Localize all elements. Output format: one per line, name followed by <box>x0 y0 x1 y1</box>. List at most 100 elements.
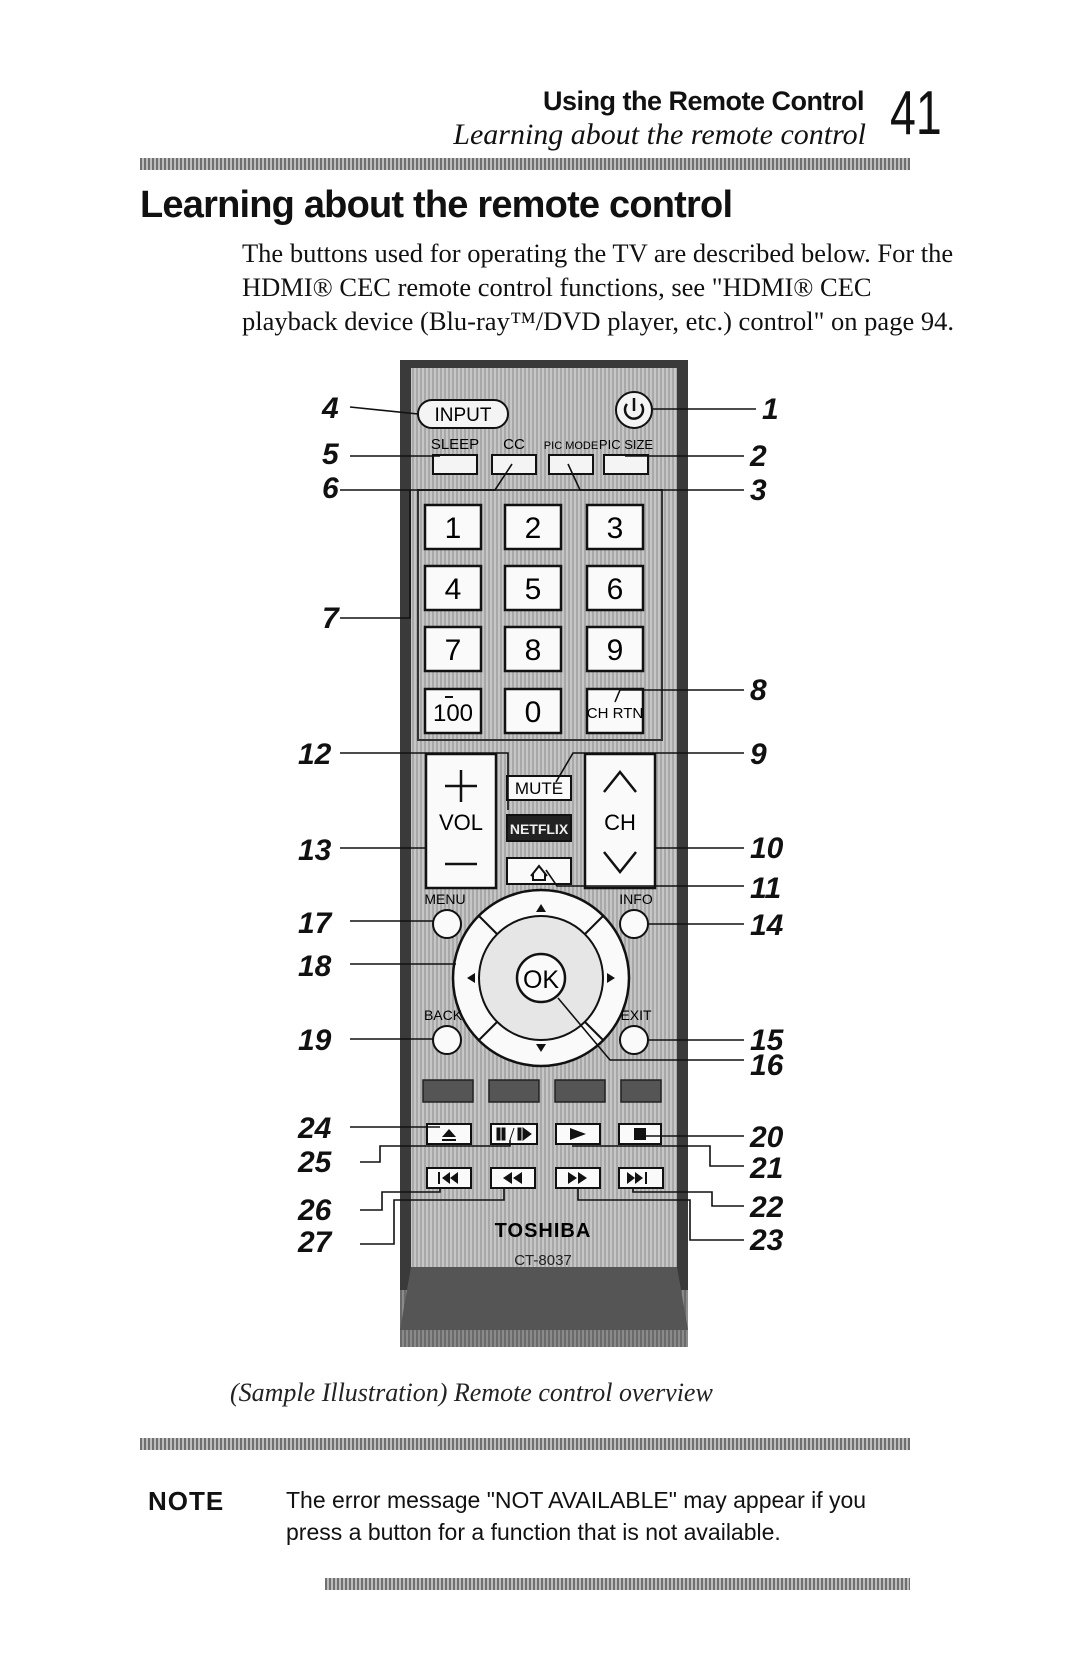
arrow-right-icon <box>607 973 615 983</box>
digit-6-button[interactable] <box>585 564 645 612</box>
callout-2: 2 <box>749 440 767 473</box>
callout-16: 16 <box>750 1049 784 1082</box>
note-bottom-rule <box>325 1578 910 1590</box>
digit-4-button[interactable] <box>423 564 483 612</box>
digit-0-button[interactable] <box>503 687 563 735</box>
callout-13: 13 <box>298 834 332 867</box>
color-button-4[interactable] <box>620 1079 662 1103</box>
info-label: INFO <box>619 891 653 907</box>
color-button-3[interactable] <box>554 1079 606 1103</box>
digit-1-button[interactable] <box>423 503 483 551</box>
channel-rocker[interactable]: CH <box>583 752 657 890</box>
callout-19: 19 <box>298 1024 332 1057</box>
pic-mode-button[interactable] <box>548 454 594 475</box>
digit-7-button[interactable] <box>423 625 483 673</box>
back-button[interactable] <box>432 1025 462 1055</box>
skip-back-icon <box>438 1172 458 1184</box>
menu-button[interactable] <box>432 909 462 939</box>
section-title: Learning about the remote control <box>140 184 733 226</box>
number-pad-frame <box>417 489 663 741</box>
callout-22: 22 <box>749 1191 784 1224</box>
callout-21: 21 <box>749 1152 783 1185</box>
page-number: 41 <box>890 79 942 148</box>
ch-label: CH <box>604 810 636 835</box>
sleep-button[interactable] <box>432 454 478 475</box>
volume-rocker[interactable]: VOL <box>424 752 498 890</box>
callout-1: 1 <box>762 393 779 426</box>
digit-5-button[interactable] <box>503 564 563 612</box>
ch-down-icon <box>603 851 637 875</box>
digit-3-label: 3 <box>607 512 624 545</box>
sleep-label: SLEEP <box>431 436 479 453</box>
power-icon <box>623 398 645 420</box>
callout-4: 4 <box>321 392 339 425</box>
pic-size-button[interactable] <box>603 454 649 475</box>
running-header-title: Using the Remote Control <box>542 86 865 116</box>
digit-8-label: 8 <box>525 634 542 667</box>
brand-label: TOSHIBA <box>495 1220 592 1242</box>
ch-rtn-button[interactable] <box>585 687 645 735</box>
skip-forward-icon <box>627 1172 647 1184</box>
color-button-2[interactable] <box>488 1079 540 1103</box>
digit-2-button[interactable] <box>503 503 563 551</box>
digit-1-label: 1 <box>445 512 462 545</box>
callout-18: 18 <box>298 950 332 983</box>
home-icon <box>530 864 548 881</box>
digit-9-label: 9 <box>607 634 624 667</box>
exit-button[interactable] <box>619 1025 649 1055</box>
callout-5: 5 <box>322 438 340 471</box>
digit-6-label: 6 <box>607 573 624 606</box>
home-button[interactable] <box>506 857 572 885</box>
callout-26: 26 <box>297 1194 332 1227</box>
model-label: CT-8037 <box>514 1252 572 1269</box>
callout-lines <box>340 406 756 1245</box>
pause-step-icon <box>496 1127 532 1141</box>
netflix-button[interactable] <box>506 814 572 842</box>
arrow-down-icon <box>536 1044 546 1052</box>
arrow-up-icon <box>536 904 546 912</box>
digit-9-button[interactable] <box>585 625 645 673</box>
callout-12: 12 <box>298 738 332 771</box>
menu-label: MENU <box>424 891 465 907</box>
pic-mode-label: PIC MODE <box>544 440 598 452</box>
ch-up-icon <box>603 769 637 793</box>
callout-8: 8 <box>750 674 767 707</box>
exit-label: EXIT <box>620 1007 652 1023</box>
ok-label: OK <box>523 966 559 994</box>
digit-5-label: 5 <box>525 573 542 606</box>
input-label: INPUT <box>435 405 492 426</box>
callout-27: 27 <box>297 1226 333 1259</box>
note-text: The error message "NOT AVAILABLE" may ap… <box>286 1487 867 1545</box>
callout-25: 25 <box>297 1146 333 1179</box>
callout-24: 24 <box>297 1112 332 1145</box>
ch-rtn-label: CH RTN <box>587 705 643 722</box>
digit-8-button[interactable] <box>503 625 563 673</box>
cc-label: CC <box>503 436 525 453</box>
stop-icon <box>634 1128 646 1140</box>
ok-button[interactable] <box>515 952 567 1004</box>
digit-2-label: 2 <box>525 512 542 545</box>
power-button[interactable] <box>615 391 653 429</box>
play-icon <box>570 1128 586 1140</box>
info-button[interactable] <box>619 909 649 939</box>
input-button[interactable]: INPUT <box>417 399 509 429</box>
cc-button[interactable] <box>491 454 537 475</box>
callout-11: 11 <box>750 872 781 905</box>
digit-4-label: 4 <box>445 573 462 606</box>
mute-label: MUTE <box>515 779 563 798</box>
callout-3: 3 <box>750 474 767 507</box>
intro-paragraph: The buttons used for operating the TV ar… <box>242 238 954 336</box>
digit-3-button[interactable] <box>585 503 645 551</box>
fast-forward-icon <box>568 1172 587 1184</box>
header-rule <box>140 158 910 170</box>
color-button-1[interactable] <box>422 1079 474 1103</box>
arrow-left-icon <box>467 973 475 983</box>
note-top-rule <box>140 1438 910 1450</box>
callout-6: 6 <box>322 472 339 505</box>
callout-10: 10 <box>750 832 784 865</box>
rewind-icon <box>503 1172 522 1184</box>
callout-14: 14 <box>750 909 784 942</box>
mute-button[interactable] <box>506 775 572 801</box>
callout-15: 15 <box>750 1024 785 1057</box>
